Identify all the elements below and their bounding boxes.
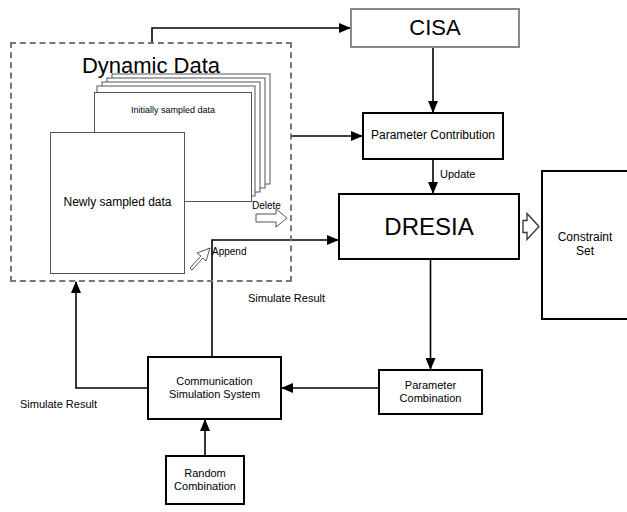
connector-arrow xyxy=(282,387,378,389)
delete-arrow xyxy=(256,209,287,227)
node-text: Communication Simulation System xyxy=(149,375,280,400)
append-arrow xyxy=(190,248,210,270)
node-text: Parameter Combination xyxy=(380,379,481,404)
edge-label: Simulate Result xyxy=(18,398,99,410)
process-box: CISA xyxy=(350,8,520,48)
connector-arrow xyxy=(430,260,432,369)
annotation-label: Delete xyxy=(252,200,281,211)
node-text: DRESIA xyxy=(380,213,477,241)
process-box: Communication Simulation System xyxy=(147,356,282,420)
data-card: Newly sampled data xyxy=(50,132,185,274)
block-arrow xyxy=(523,214,539,240)
process-box: DRESIA xyxy=(338,193,520,260)
edge-label: Simulate Result xyxy=(246,292,327,304)
node-text: Newly sampled data xyxy=(59,196,175,210)
connector-arrow xyxy=(76,282,147,388)
process-box: Random Combination xyxy=(165,455,245,505)
connector-arrow xyxy=(292,135,362,137)
edge-label: Update xyxy=(438,168,477,180)
connector-arrow xyxy=(152,28,350,42)
node-text: Constraint Set xyxy=(543,231,627,259)
process-box: Parameter Combination xyxy=(378,369,483,415)
dynamic-data-group: Dynamic DataInitially sampled dataNewly … xyxy=(10,42,292,282)
connector-arrow xyxy=(212,240,338,356)
node-text: Dynamic Data xyxy=(78,53,224,78)
node-text: Parameter Contribution xyxy=(367,129,499,143)
node-text: Random Combination xyxy=(167,467,243,492)
process-box: Parameter Contribution xyxy=(362,112,504,160)
connector-arrow xyxy=(432,160,434,193)
node-text: CISA xyxy=(405,15,464,40)
connector-arrow xyxy=(432,48,434,112)
connector-arrow xyxy=(204,420,206,455)
annotation-label: Append xyxy=(212,246,246,257)
node-text: Initially sampled data xyxy=(127,105,219,115)
output-box: Constraint Set xyxy=(541,170,627,320)
